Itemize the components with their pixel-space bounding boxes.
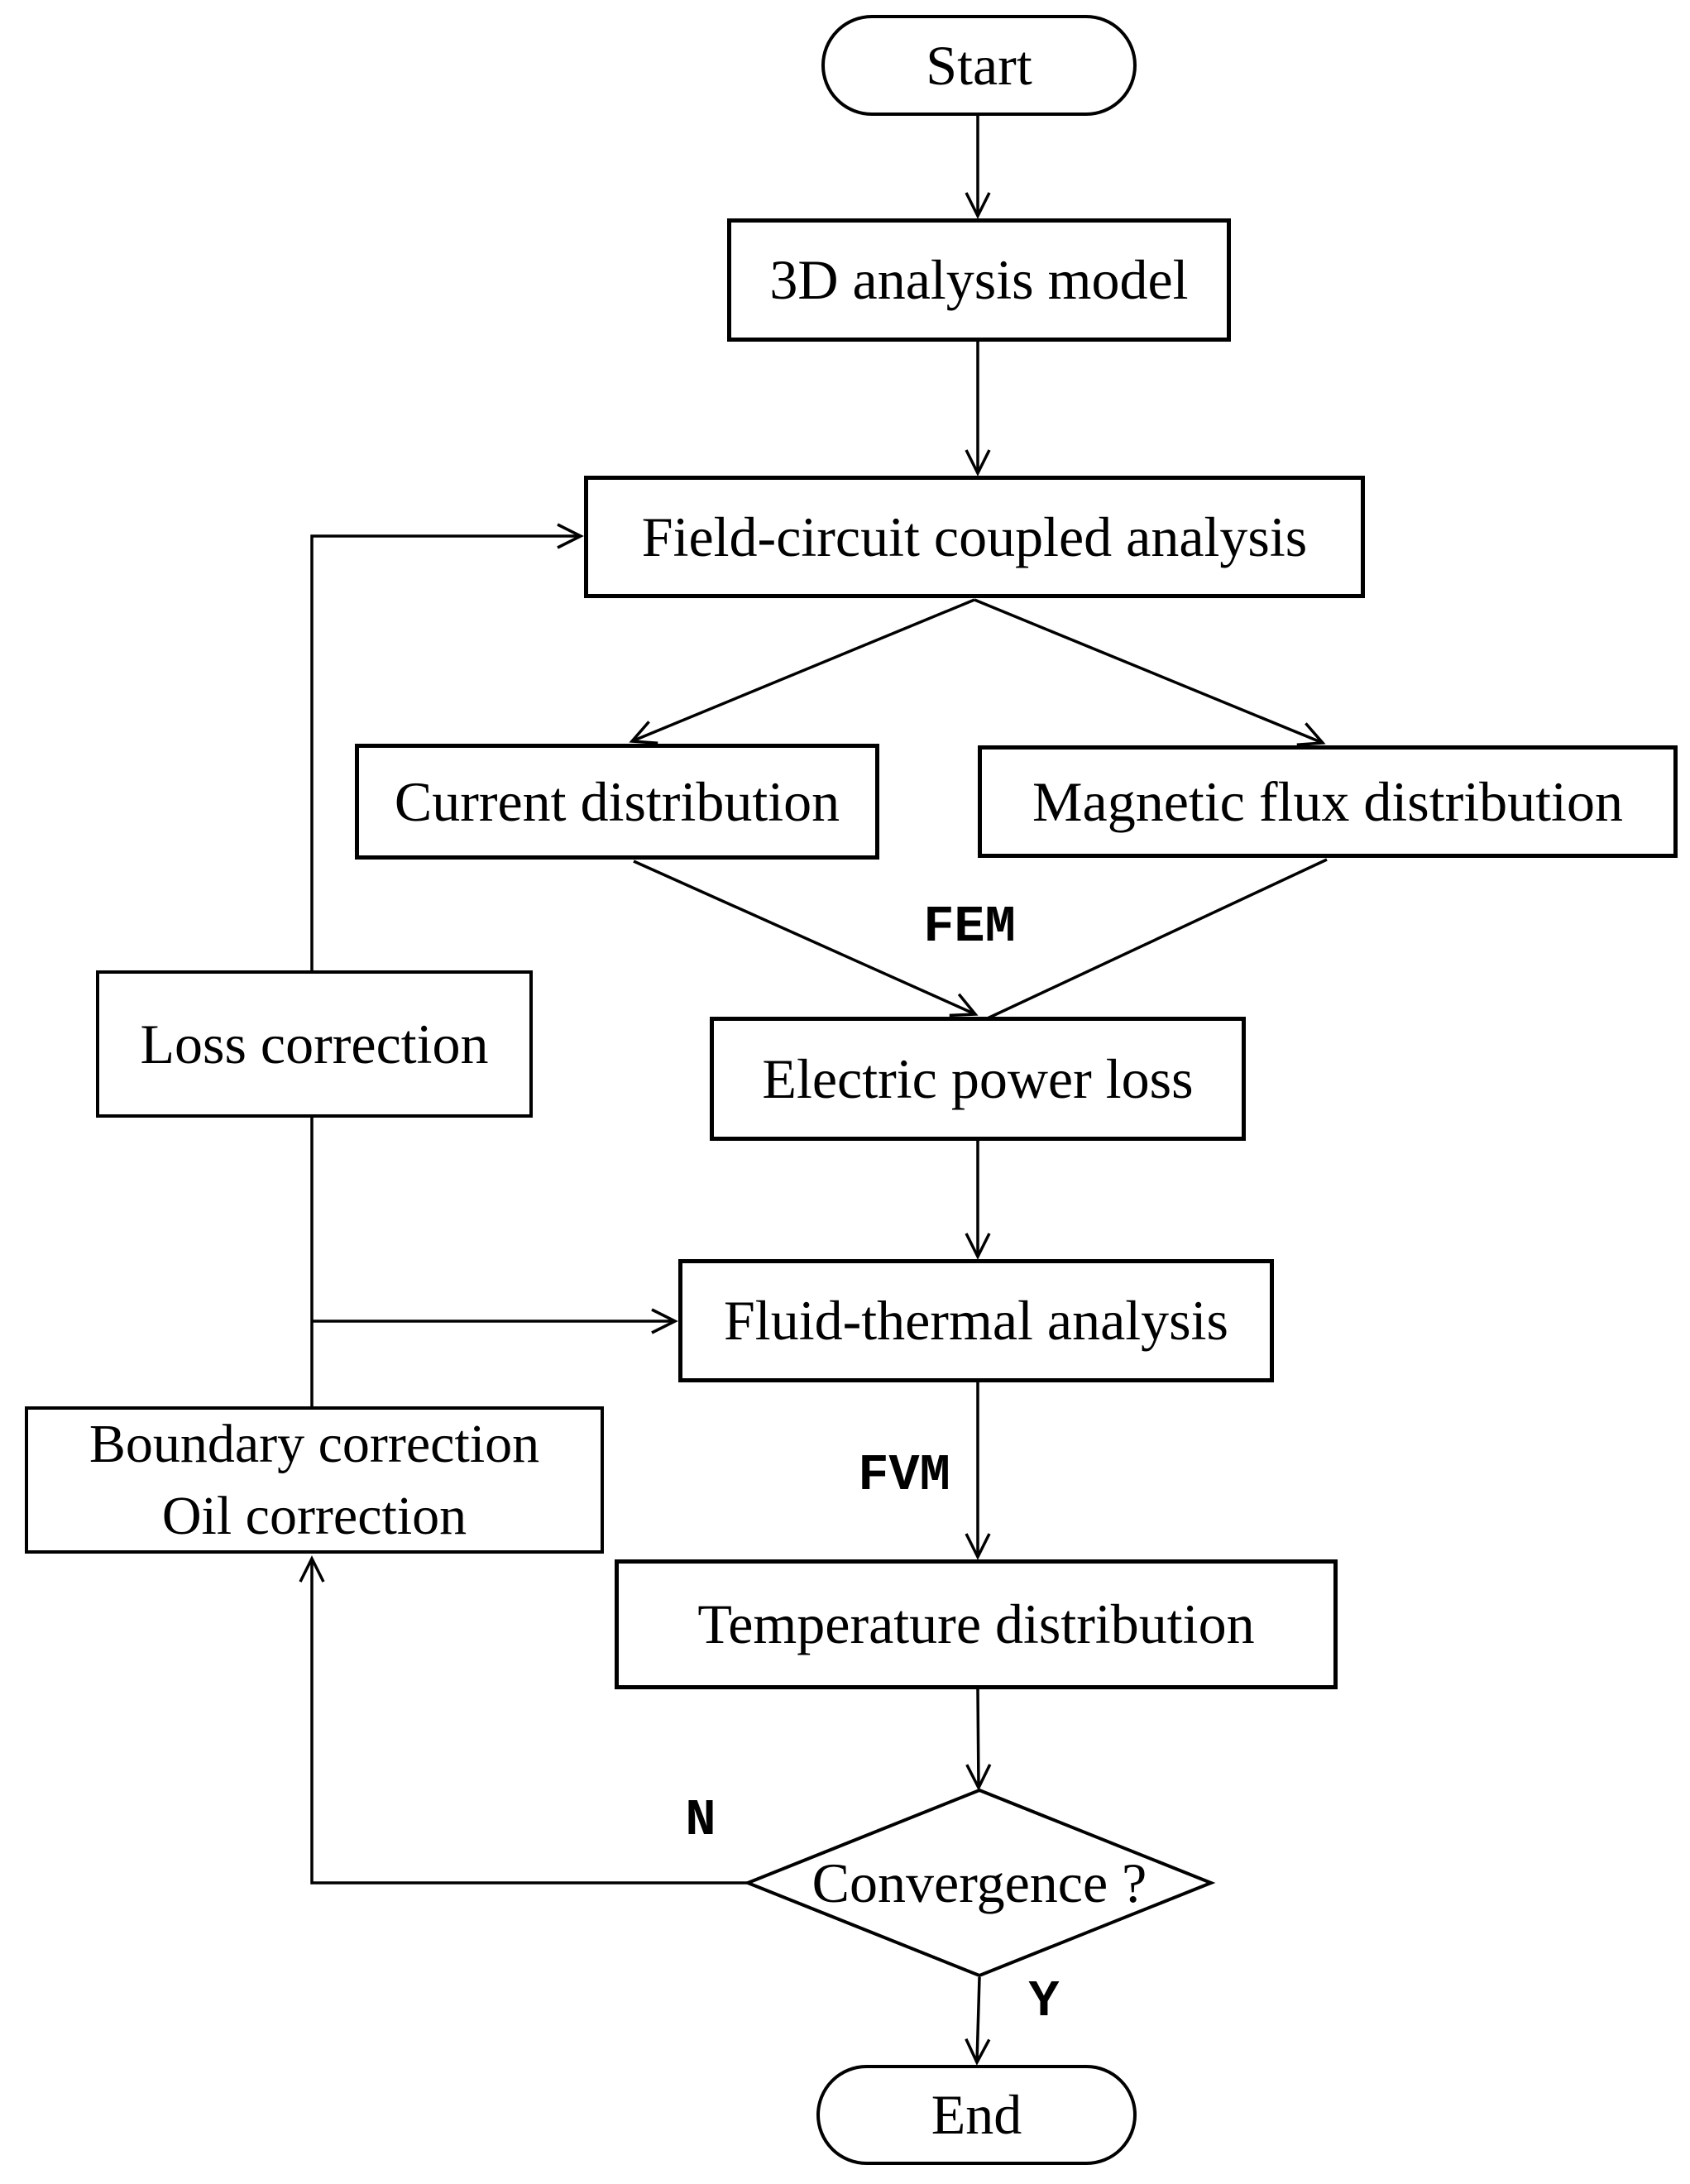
node-label: 3D analysis model <box>769 248 1189 311</box>
edge-convergence-to-end <box>965 1976 991 2066</box>
edge-magnetic-to-electricloss <box>965 858 1328 1030</box>
terminator-end: End <box>816 2065 1137 2165</box>
process-3d-analysis-model: 3D analysis model <box>727 218 1231 342</box>
process-loss-correction: Loss correction <box>96 970 533 1118</box>
edge-fieldcircuit-to-magnetic <box>974 598 1326 747</box>
node-label-line2: Oil correction <box>161 1486 467 1546</box>
edge-label-fem: FEM <box>870 889 1069 964</box>
decision-convergence-diamond <box>743 1788 1216 1978</box>
decision-convergence-label: Convergence ? <box>748 1825 1211 1941</box>
edge-label-text: Y <box>1028 1971 1060 2031</box>
node-label: Temperature distribution <box>697 1592 1255 1655</box>
node-label: Electric power loss <box>762 1046 1194 1110</box>
edge-label-text: N <box>685 1790 716 1850</box>
node-label: Fluid-thermal analysis <box>723 1289 1228 1352</box>
edge-convergence-no-to-boundary <box>299 1555 748 1885</box>
node-label: End <box>931 2083 1022 2146</box>
terminator-start: Start <box>821 15 1137 116</box>
edge-label-no: N <box>651 1783 750 1857</box>
node-label: Magnetic flux distribution <box>1032 769 1623 833</box>
node-label: Start <box>926 33 1032 97</box>
edge-label-yes: Y <box>994 1964 1094 2038</box>
node-label: Field-circuit coupled analysis <box>641 505 1308 568</box>
process-temperature-distribution: Temperature distribution <box>615 1559 1338 1689</box>
node-label: Loss correction <box>140 1012 489 1075</box>
process-field-circuit-coupled-analysis: Field-circuit coupled analysis <box>584 476 1365 598</box>
edge-fieldcircuit-to-current <box>629 598 975 745</box>
node-label: Convergence ? <box>811 1851 1147 1914</box>
process-boundary-oil-correction: Boundary correction Oil correction <box>25 1406 604 1554</box>
process-fluid-thermal-analysis: Fluid-thermal analysis <box>678 1259 1274 1382</box>
node-label-line1: Boundary correction <box>89 1413 540 1474</box>
process-magnetic-flux-distribution: Magnetic flux distribution <box>978 745 1678 858</box>
edge-current-to-electricloss <box>633 860 979 1018</box>
edge-label-text: FVM <box>858 1445 950 1505</box>
process-electric-power-loss: Electric power loss <box>710 1017 1246 1141</box>
process-current-distribution: Current distribution <box>355 744 879 860</box>
edge-temperature-to-convergence <box>965 1688 992 1791</box>
edge-label-text: FEM <box>923 897 1016 956</box>
node-label: Current distribution <box>394 769 840 833</box>
edge-label-fvm: FVM <box>805 1438 1003 1512</box>
